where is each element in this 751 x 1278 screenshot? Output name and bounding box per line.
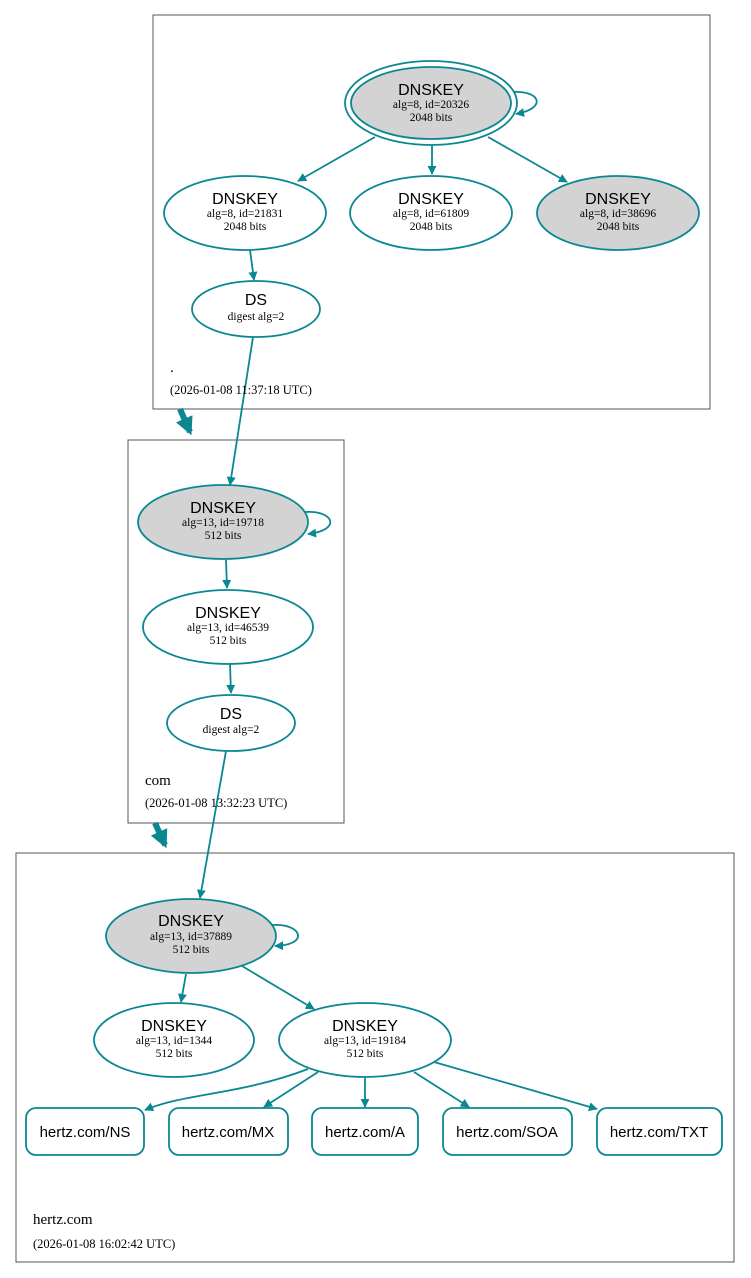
node-alg-id: alg=8, id=21831 [207, 208, 283, 220]
edge-37889-19184 [241, 965, 315, 1010]
self-sign-loop-20326 [511, 91, 538, 117]
edge-21831-ds [248, 249, 258, 281]
rrset-label: hertz.com/A [325, 1124, 405, 1141]
edge-37889-1344 [177, 973, 187, 1003]
node-title: DS [220, 706, 242, 723]
node-bits: 512 bits [156, 1048, 193, 1060]
node-title: DNSKEY [195, 605, 261, 622]
edge-19184-txt [433, 1061, 598, 1112]
node-title: DNSKEY [585, 191, 651, 208]
node-alg-id: alg=8, id=20326 [393, 99, 469, 111]
delegation-arrow-root-com [176, 407, 193, 436]
dnskey-node-37889[interactable]: DNSKEY alg=13, id=37889 512 bits [105, 898, 277, 974]
edge-19184-ns [144, 1068, 309, 1111]
node-alg-id: alg=8, id=61809 [393, 208, 469, 220]
rrset-label: hertz.com/SOA [456, 1124, 558, 1141]
rrset-label: hertz.com/MX [182, 1124, 275, 1141]
node-alg-id: alg=13, id=19718 [182, 517, 264, 529]
ds-node-root[interactable]: DS digest alg=2 [191, 280, 321, 338]
rrset-node-mx[interactable]: hertz.com/MX [168, 1107, 289, 1156]
node-bits: 512 bits [210, 635, 247, 647]
node-alg-id: alg=13, id=19184 [324, 1035, 406, 1047]
delegation-arrow-com-hertz [150, 821, 168, 849]
rrset-node-ns[interactable]: hertz.com/NS [25, 1107, 145, 1156]
node-digest: digest alg=2 [228, 311, 285, 323]
zone-name-hertz: hertz.com [33, 1212, 93, 1228]
node-digest: digest alg=2 [203, 724, 260, 736]
node-alg-id: alg=13, id=37889 [150, 931, 232, 943]
zone-timestamp-hertz: (2026-01-08 16:02:42 UTC) [33, 1237, 175, 1251]
node-bits: 512 bits [205, 530, 242, 542]
node-title: DNSKEY [212, 191, 278, 208]
node-alg-id: alg=13, id=46539 [187, 622, 269, 634]
rrset-node-txt[interactable]: hertz.com/TXT [596, 1107, 723, 1156]
rrset-node-a[interactable]: hertz.com/A [311, 1107, 419, 1156]
edge-19718-46539 [222, 559, 232, 589]
node-bits: 2048 bits [224, 221, 267, 233]
rrset-node-soa[interactable]: hertz.com/SOA [442, 1107, 573, 1156]
edge-20326-38696 [487, 136, 568, 183]
node-alg-id: alg=8, id=38696 [580, 208, 656, 220]
node-title: DNSKEY [141, 1018, 207, 1035]
node-title: DNSKEY [332, 1018, 398, 1035]
node-bits: 2048 bits [410, 221, 453, 233]
node-title: DS [245, 292, 267, 309]
node-title: DNSKEY [398, 82, 464, 99]
zone-timestamp-com: (2026-01-08 13:32:23 UTC) [145, 796, 287, 810]
node-bits: 512 bits [173, 944, 210, 956]
node-bits: 2048 bits [597, 221, 640, 233]
zone-name-root: . [170, 360, 174, 376]
dnskey-node-38696[interactable]: DNSKEY alg=8, id=38696 2048 bits [536, 175, 700, 251]
edge-20326-21831 [297, 136, 376, 182]
dnskey-node-21831[interactable]: DNSKEY alg=8, id=21831 2048 bits [163, 175, 327, 251]
rrset-label: hertz.com/TXT [610, 1124, 708, 1141]
node-title: DNSKEY [158, 913, 224, 930]
edge-19184-mx [263, 1071, 319, 1108]
rrset-label: hertz.com/NS [40, 1124, 131, 1141]
dnskey-node-61809[interactable]: DNSKEY alg=8, id=61809 2048 bits [349, 175, 513, 251]
zone-timestamp-root: (2026-01-08 11:37:18 UTC) [170, 383, 312, 397]
node-bits: 512 bits [347, 1048, 384, 1060]
dnskey-node-19718[interactable]: DNSKEY alg=13, id=19718 512 bits [137, 484, 309, 560]
node-title: DNSKEY [190, 500, 256, 517]
zone-name-com: com [145, 773, 171, 789]
edge-19184-soa [413, 1071, 470, 1108]
dnskey-node-46539[interactable]: DNSKEY alg=13, id=46539 512 bits [142, 589, 314, 665]
edge-46539-ds [226, 663, 236, 694]
node-alg-id: alg=13, id=1344 [136, 1035, 212, 1047]
edge-ds-to-hertz-37889 [196, 750, 227, 899]
edge-ds-to-com-19718 [226, 336, 254, 486]
node-title: DNSKEY [398, 191, 464, 208]
dnskey-node-1344[interactable]: DNSKEY alg=13, id=1344 512 bits [93, 1002, 255, 1078]
node-bits: 2048 bits [410, 112, 453, 124]
ds-node-com[interactable]: DS digest alg=2 [166, 694, 296, 752]
self-sign-loop-37889 [271, 924, 299, 951]
dnskey-node-20326[interactable]: DNSKEY alg=8, id=20326 2048 bits [344, 60, 518, 146]
self-sign-loop-19718 [304, 511, 332, 538]
dnskey-node-19184[interactable]: DNSKEY alg=13, id=19184 512 bits [278, 1002, 452, 1078]
